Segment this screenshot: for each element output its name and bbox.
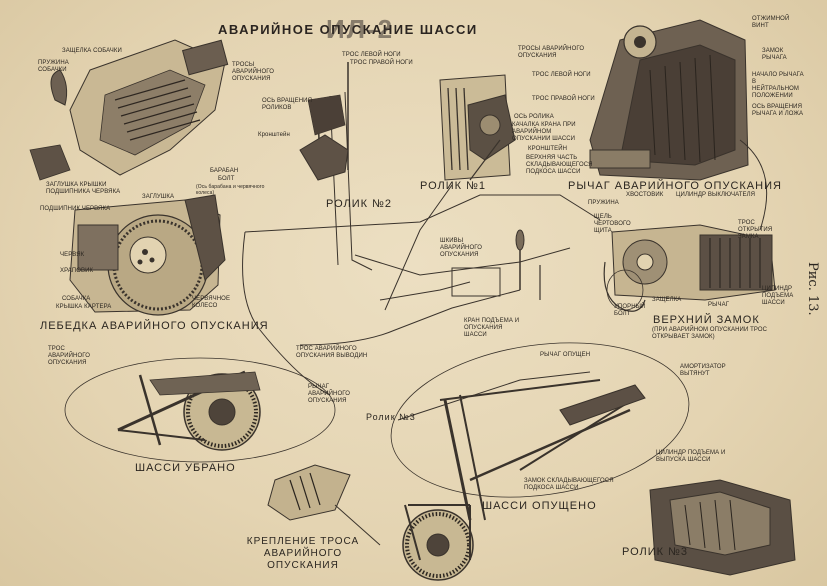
cable-path-9 <box>384 184 453 311</box>
label-tros-levoy-nogi-1: ТРОС ЛЕВОЙ НОГИ <box>342 52 401 58</box>
label-pruzhina-sobachki: ПРУЖИНА СОБАЧКИ <box>38 60 69 73</box>
label-kronshteyn-2: КРОНШТЕЙН <box>528 146 568 152</box>
caption-gear-down: ШАССИ ОПУЩЕНО <box>482 500 597 512</box>
cable-path-1 <box>244 194 601 233</box>
cable-path-6 <box>397 371 591 421</box>
label-podshipnik-chervyaka: ПОДШИПНИК ЧЕРВЯКА <box>40 206 111 212</box>
label-tsilindr-podema-1: ЦИЛИНДР ПОДЪЕМА ШАССИ <box>762 286 794 306</box>
caption-gear-up: ШАССИ УБРАНО <box>135 462 236 474</box>
label-hrapovik: ХРАПОВИК <box>60 268 94 274</box>
label-shkivy-avar: ШКИВЫ АВАРИЙНОГО ОПУСКАНИЯ <box>440 238 483 258</box>
caption-mount: КРЕПЛЕНИЕ ТРОСА АВАРИЙНОГО ОПУСКАНИЯ <box>246 536 360 571</box>
label-pruzhina: ПРУЖИНА <box>588 200 619 206</box>
cable-path-4 <box>379 281 471 301</box>
caption-pulley-3-left: Ролик №3 <box>366 412 416 422</box>
caption-pulley-3-bottom: РОЛИК №3 <box>622 546 689 558</box>
winch-front-illustration <box>69 194 226 316</box>
label-tsilindr-vyklyuchatelya: ЦИЛИНДР ВЫКЛЮЧАТЕЛЯ <box>676 192 756 198</box>
cable-path-5 <box>299 289 521 346</box>
label-shchel: ЩЕЛЬ ЧЕРТОВОГО ЩИТА <box>594 214 631 234</box>
label-baraban: БАРАБАН <box>210 168 239 174</box>
label-trosy-avar-opusk-2: ТРОСЫ АВАРИЙНОГО ОПУСКАНИЯ <box>518 46 585 59</box>
upper-lock-illustration <box>603 224 776 312</box>
cable-mount-illustration <box>267 464 381 546</box>
winch-top-illustration <box>29 39 229 181</box>
label-bolt-1: БОЛТ <box>218 176 235 182</box>
caption-upper-lock-note: (ПРИ АВАРИЙНОМ ОПУСКАНИИ ТРОС ОТКРЫВАЕТ … <box>652 327 768 340</box>
label-tros-otkrytiya-zamka: ТРОС ОТКРЫТИЯ ЗАМКА <box>738 220 773 240</box>
gear-retracted-illustration <box>64 357 336 463</box>
label-tros-pravoy-nogi-1: ТРОС ПРАВОЙ НОГИ <box>350 60 413 66</box>
label-verhnyaya-chast: ВЕРХНЯЯ ЧАСТЬ СКЛАДЫВАЮЩЕГОСЯ ПОДКОСА ША… <box>526 155 593 175</box>
label-chervyachnoe-koleso: ЧЕРВЯЧНОЕ КОЛЕСО <box>192 296 231 309</box>
caption-pulley-2: РОЛИК №2 <box>326 198 393 210</box>
cable-path-2 <box>242 231 331 396</box>
caption-upper-lock: ВЕРХНИЙ ЗАМОК <box>653 314 760 326</box>
figure-number: Рис. 13. <box>805 262 820 316</box>
label-tros-pravoy-nogi-2: ТРОС ПРАВОЙ НОГИ <box>532 96 595 102</box>
label-sobachka: СОБАЧКА <box>62 296 91 302</box>
label-kachalka-krana: КАЧАЛКА КРАНА ПРИ АВАРИЙНОМ ОПУСКАНИИ ША… <box>512 122 576 142</box>
label-zashchelka-sobachki: ЗАЩЕЛКА СОБАЧКИ <box>62 48 122 54</box>
caption-winch: ЛЕБЕДКА АВАРИЙНОГО ОПУСКАНИЯ <box>40 320 269 332</box>
label-bolt-1-note: (Ось барабана и червячного колеса) <box>196 184 265 196</box>
label-zamok-skladyv: ЗАМОК СКЛАДЫВАЮЩЕГОСЯ ПОДКОСА ШАССИ <box>524 478 614 491</box>
label-os-vrashcheniya-rolikov: ОСЬ ВРАЩЕНИЯ РОЛИКОВ <box>262 98 313 111</box>
cable-path-7 <box>344 91 373 271</box>
pulley-1-illustration <box>439 74 516 181</box>
valve-illustration <box>451 229 541 300</box>
label-zaglushka: ЗАГЛУШКА <box>142 194 175 200</box>
page-title: АВАРИЙНОЕ ОПУСКАНИЕ ШАССИ <box>218 22 478 37</box>
label-uporny-bolt: УПОРНЫЙ БОЛТ <box>614 304 646 317</box>
label-os-rolika: ОСЬ РОЛИКА <box>514 114 554 120</box>
label-tros-avar-vyvodin: ТРОС АВАРИЙНОГО ОПУСКАНИЯ ВЫВОДИН <box>296 346 368 359</box>
label-zashchelka: ЗАЩЕЛКА <box>652 297 682 303</box>
label-rychag-avar-opusk-gear: РЫЧАГ АВАРИЙНОГО ОПУСКАНИЯ <box>308 384 351 404</box>
label-chervyak: ЧЕРВЯК <box>60 252 85 258</box>
label-kryshka-kartera: КРЫШКА КАРТЕРА <box>56 304 112 310</box>
label-trosy-avar-opusk-1: ТРОСЫ АВАРИЙНОГО ОПУСКАНИЯ <box>232 62 275 82</box>
gear-extended-illustration <box>390 342 690 581</box>
label-os-vrashcheniya-rychaga: ОСЬ ВРАЩЕНИЯ РЫЧАГА И ЛОЖА <box>752 104 804 117</box>
label-rychag-opushen: РЫЧАГ ОПУЩЕН <box>540 352 591 358</box>
label-kran-podema: КРАН ПОДЪЕМА И ОПУСКАНИЯ ШАССИ <box>464 318 520 338</box>
caption-pulley-1: РОЛИК №1 <box>420 180 487 192</box>
caption-lever: РЫЧАГ АВАРИЙНОГО ОПУСКАНИЯ <box>568 180 782 192</box>
label-tros-levoy-nogi-2: ТРОС ЛЕВОЙ НОГИ <box>532 72 591 78</box>
label-zaglushka-kr-1: ЗАГЛУШКА КРЫШКИ ПОДШИПНИКА ЧЕРВЯКА <box>46 182 121 195</box>
label-kronshteyn-1: Кронштейн <box>258 132 290 138</box>
label-nachalo-rychaga: НАЧАЛО РЫЧАГА В НЕЙТРАЛЬНОМ ПОЛОЖЕНИИ <box>752 72 804 99</box>
label-rychag-small: РЫЧАГ <box>708 302 730 308</box>
pulley-2-illustration <box>299 62 349 181</box>
label-otzhimnoy: ОТЖИМНОЙ ВИНТ <box>752 16 790 29</box>
label-hvostovik: ХВОСТОВИК <box>626 192 664 198</box>
label-tros-avar-opusk-gear: ТРОС АВАРИЙНОГО ОПУСКАНИЯ <box>48 346 91 366</box>
label-zamok-rychaga: ЗАМОК РЫЧАГА <box>762 48 787 61</box>
label-amortizator: АМОРТИЗАТОР ВЫТЯНУТ <box>680 364 726 377</box>
pulley-3-illustration <box>649 479 796 576</box>
title-overlay-stamp: ИЛ-2 <box>326 14 395 44</box>
lever-illustration <box>589 19 768 231</box>
label-tsilindr-podema-2: ЦИЛИНДР ПОДЪЕМА И ВЫПУСКА ШАССИ <box>656 450 726 463</box>
